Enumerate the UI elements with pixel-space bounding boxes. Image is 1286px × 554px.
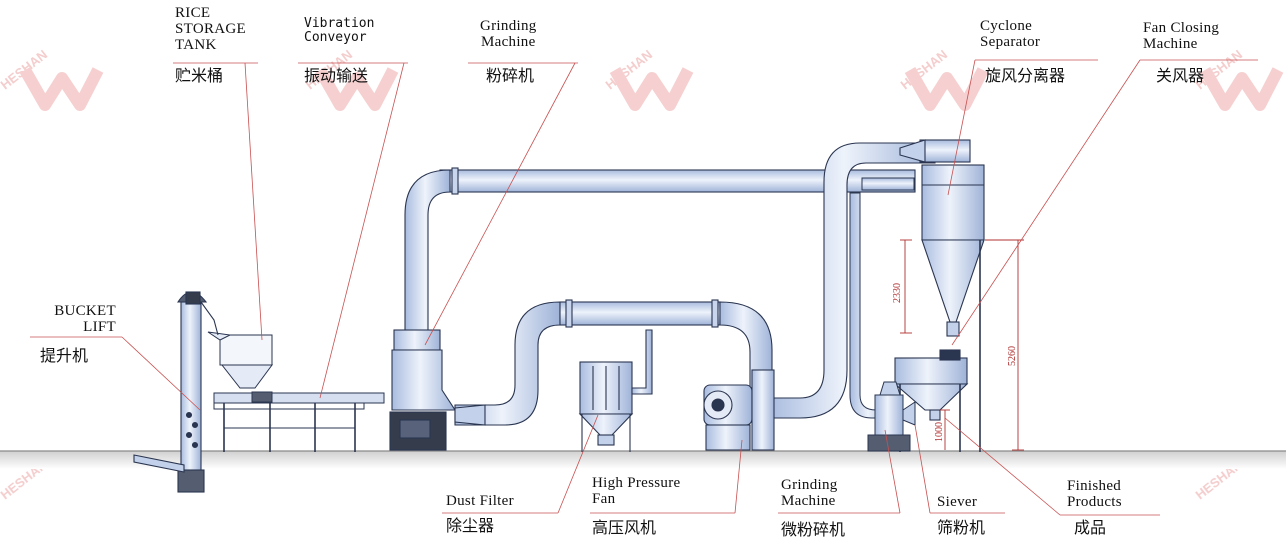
cyclone-separator bbox=[899, 139, 985, 337]
finished-products-label: Finished Products bbox=[1067, 478, 1122, 510]
grinding-machine-bottom-label: Grinding Machine bbox=[781, 477, 838, 509]
bucket-lift-zh: 提升机 bbox=[40, 346, 89, 365]
vibration-conveyor-label: Vibration Conveyor bbox=[304, 16, 375, 45]
grinding-machine-top-zh: 粉碎机 bbox=[486, 66, 535, 85]
dimension-siever-height: 1000 bbox=[934, 422, 945, 442]
dust-filter bbox=[578, 329, 653, 452]
bucket-lift-label: BUCKET LIFT bbox=[54, 303, 116, 335]
finished-products-zh: 成品 bbox=[1074, 518, 1107, 537]
watermark-logo-group bbox=[19, 67, 1284, 111]
grinding-machine-top-label: Grinding Machine bbox=[480, 18, 537, 50]
vibration-conveyor-zh: 振动输送 bbox=[304, 66, 369, 85]
grinding-machine bbox=[389, 329, 486, 451]
fan-closing-machine-zh: 关风器 bbox=[1156, 66, 1205, 85]
bucket-lift bbox=[133, 291, 219, 493]
fan-closing-machine-label: Fan Closing Machine bbox=[1143, 20, 1220, 52]
grinding-machine-bottom-zh: 微粉碎机 bbox=[781, 520, 846, 539]
main-transport-pipe bbox=[404, 167, 916, 331]
high-pressure-fan-label: High Pressure Fan bbox=[592, 475, 681, 507]
ground-floor bbox=[0, 451, 1286, 469]
leader-lines bbox=[30, 59, 1258, 516]
dust-filter-label: Dust Filter bbox=[446, 493, 514, 509]
vibration-conveyor-and-tank bbox=[207, 331, 385, 452]
dimension-total-height: 5260 bbox=[1007, 346, 1018, 366]
siever-zh: 筛粉机 bbox=[937, 518, 986, 537]
high-pressure-fan-zh: 高压风机 bbox=[592, 518, 657, 537]
rice-storage-tank-label: RICE STORAGE TANK bbox=[175, 5, 246, 53]
siever-machine bbox=[893, 240, 981, 452]
siever-label: Siever bbox=[937, 494, 978, 510]
high-pressure-fan bbox=[703, 369, 775, 451]
watermark-text: HESHAN bbox=[0, 47, 50, 93]
dust-filter-zh: 除尘器 bbox=[446, 516, 495, 535]
micro-grinding-machine bbox=[867, 381, 916, 452]
rice-storage-tank-zh: 贮米桶 bbox=[175, 66, 224, 85]
dimension-cone-height: 2330 bbox=[892, 283, 903, 303]
dimension-lines bbox=[900, 239, 1024, 451]
fan-return-pipe bbox=[769, 142, 936, 419]
cyclone-separator-label: Cyclone Separator bbox=[980, 18, 1041, 50]
cyclone-separator-zh: 旋风分离器 bbox=[985, 66, 1066, 85]
